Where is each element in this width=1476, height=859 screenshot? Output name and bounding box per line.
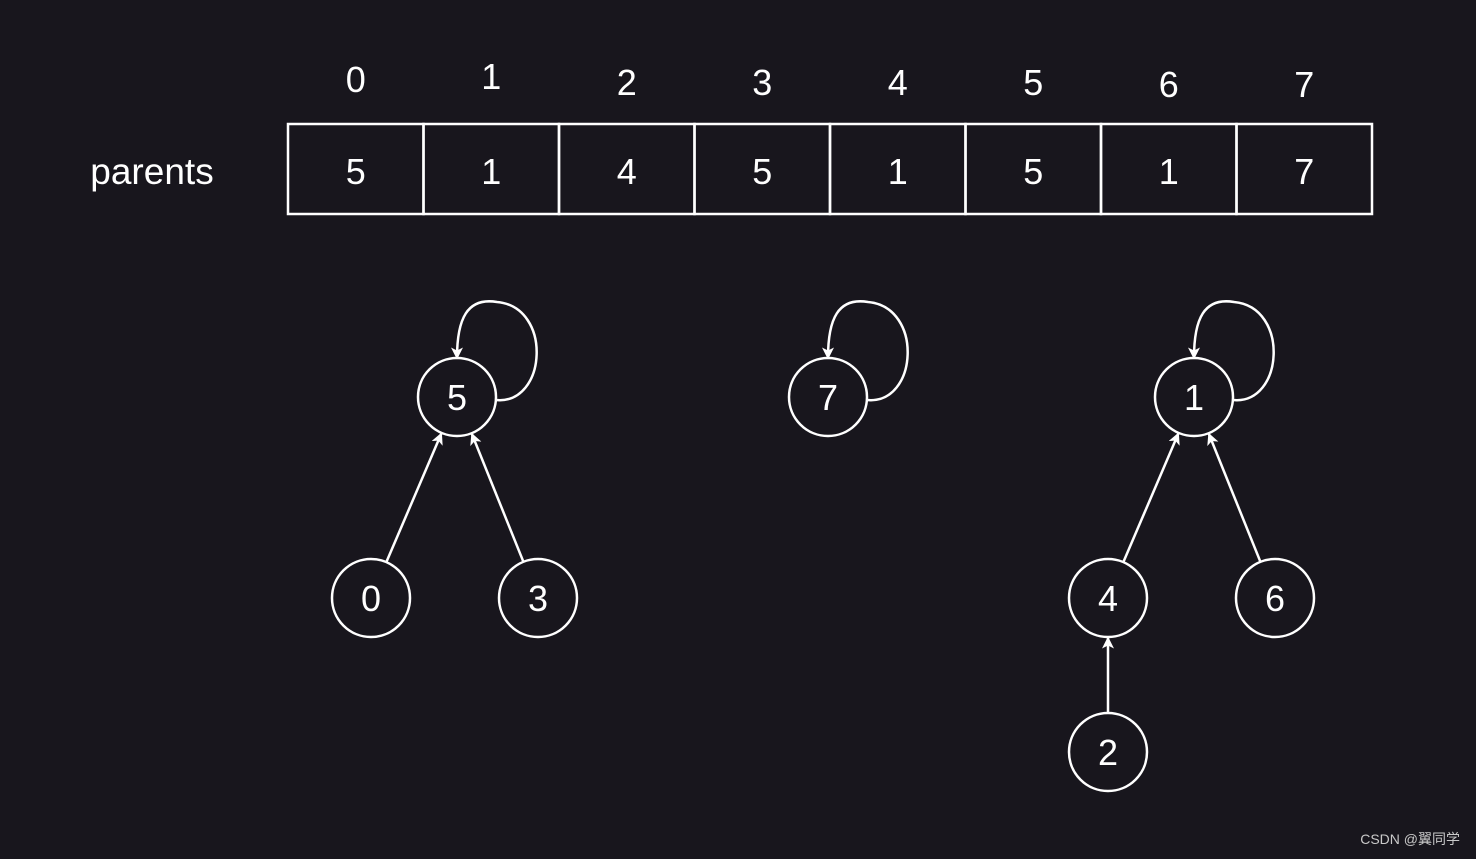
node-circle [330,557,412,639]
node-label: 2 [1098,732,1118,773]
array-index: 7 [1294,64,1314,105]
node-label: 7 [818,377,838,418]
watermark: CSDN @翼同学 [1360,831,1460,847]
array-index: 0 [346,59,366,100]
node-circle [787,356,869,438]
array-index: 1 [481,56,501,97]
node-circle [1234,557,1316,639]
array-index: 3 [752,62,772,103]
array-index: 5 [1023,62,1043,103]
array-index: 6 [1159,64,1179,105]
edge-group [385,300,1275,713]
node-circle [416,356,498,438]
tree-node: 0 [330,557,412,639]
parent-edge [470,432,525,563]
parent-edge [385,432,443,563]
array-value: 1 [1159,151,1179,192]
node-circle [1067,557,1149,639]
node-label: 0 [361,578,381,619]
tree-node: 4 [1067,557,1149,639]
parent-edge [1122,432,1180,563]
tree-node: 3 [497,557,579,639]
node-label: 6 [1265,578,1285,619]
node-label: 5 [447,377,467,418]
parent-edge [1207,432,1262,563]
self-loop-edge [451,300,538,402]
tree-node: 6 [1234,557,1316,639]
self-loop-edge [822,300,909,402]
array-value: 4 [617,151,637,192]
node-label: 4 [1098,578,1118,619]
array-label: parents [90,151,213,192]
self-loop-edge [1188,300,1275,402]
parents-array: 5 0 1 1 4 2 5 3 1 4 5 5 1 6 7 7 [286,56,1374,216]
tree-node: 5 [416,356,498,438]
tree-node: 7 [787,356,869,438]
array-cell [1235,122,1374,216]
tree-node: 2 [1067,711,1149,793]
array-value: 5 [752,151,772,192]
node-label: 1 [1184,377,1204,418]
node-group: 5 0 3 7 1 4 6 2 [330,356,1316,793]
node-circle [1153,356,1235,438]
array-index: 2 [617,62,637,103]
array-value: 5 [1023,151,1043,192]
array-value: 1 [481,151,501,192]
tree-node: 1 [1153,356,1235,438]
node-label: 3 [528,578,548,619]
array-value: 1 [888,151,908,192]
array-index: 4 [888,62,908,103]
node-circle [497,557,579,639]
array-value: 7 [1294,151,1314,192]
node-circle [1067,711,1149,793]
array-value: 5 [346,151,366,192]
